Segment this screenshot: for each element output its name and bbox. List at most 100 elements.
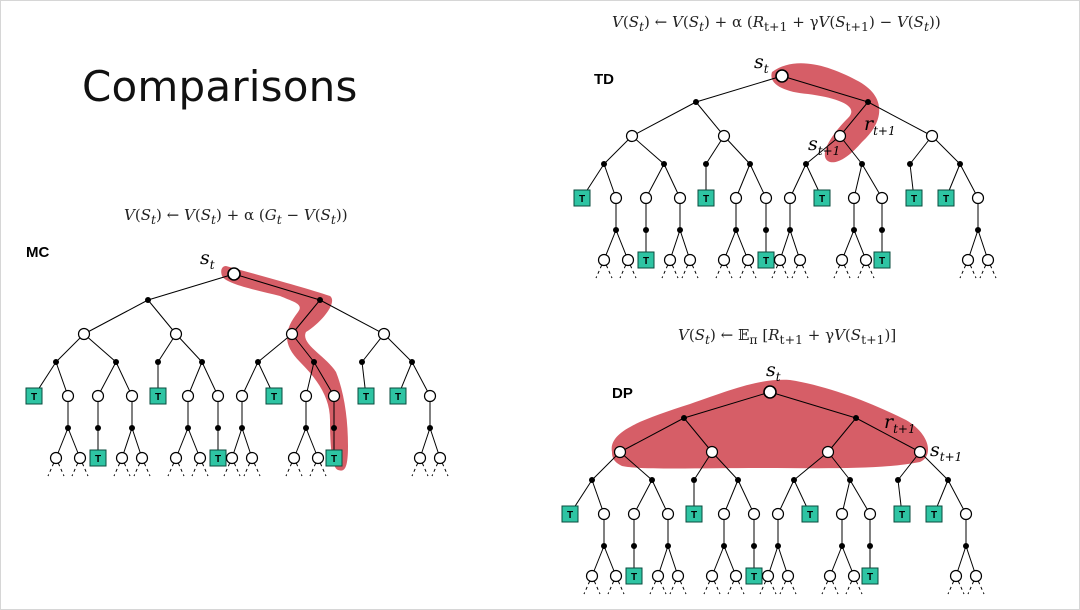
- mc-state: [193, 451, 207, 465]
- mc-state: [61, 389, 75, 403]
- mc-state: [285, 327, 299, 341]
- td-action: [643, 227, 649, 233]
- td-equation: V(St) ← V(St) + α (Rt+1 + γV(St+1) − V(S…: [612, 13, 941, 34]
- td-edge: [749, 163, 767, 199]
- mc-state: [311, 451, 325, 465]
- dp-next-state-label: st+1: [930, 439, 962, 464]
- td-terminal: [573, 189, 591, 207]
- mc-state: [225, 451, 239, 465]
- td-edge: [631, 101, 697, 137]
- node-labels: st st rt+1 st+1 st rt+1 st+1: [200, 51, 962, 464]
- td-action: [733, 227, 739, 233]
- dp-terminal: [685, 505, 703, 523]
- dp-state: [717, 507, 731, 521]
- dp-state: [627, 507, 641, 521]
- terminal-label: T: [567, 510, 573, 521]
- terminal-label: T: [331, 454, 337, 465]
- mc-state: [287, 451, 301, 465]
- td-state: [729, 191, 743, 205]
- mc-action: [145, 297, 151, 303]
- td-highlight: [771, 63, 880, 163]
- dp-edge: [633, 479, 653, 515]
- td-terminal: [937, 189, 955, 207]
- td-action: [957, 161, 963, 167]
- td-state: [717, 129, 731, 143]
- td-state: [961, 253, 975, 267]
- td-label: TD: [594, 71, 614, 88]
- td-action: [747, 161, 753, 167]
- mc-state: [299, 389, 313, 403]
- dp-edge: [737, 479, 755, 515]
- terminal-label: T: [643, 256, 649, 267]
- td-edge: [959, 163, 979, 199]
- mc-edge: [97, 361, 117, 397]
- dp-state: [747, 507, 761, 521]
- mc-terminal: [25, 387, 43, 405]
- dp-edge: [855, 417, 921, 453]
- dp-edge: [591, 451, 621, 481]
- td-action: [677, 227, 683, 233]
- dp-root-state: [763, 385, 777, 399]
- td-terminal: [905, 189, 923, 207]
- td-state: [859, 253, 873, 267]
- td-edge: [805, 135, 841, 165]
- dp-action: [751, 543, 757, 549]
- td-state: [741, 253, 755, 267]
- td-action: [763, 227, 769, 233]
- mc-terminal: [265, 387, 283, 405]
- dp-edge: [849, 479, 871, 515]
- dp-state: [913, 445, 927, 459]
- mc-state: [169, 451, 183, 465]
- mc-state: [115, 451, 129, 465]
- td-terminal: [873, 251, 891, 269]
- td-state: [673, 191, 687, 205]
- mc-action: [65, 425, 71, 431]
- mc-root-state: [227, 267, 241, 281]
- mc-state: [181, 389, 195, 403]
- mc-edge: [55, 333, 85, 363]
- dp-action: [691, 477, 697, 483]
- dp-state: [835, 507, 849, 521]
- dp-terminal: [925, 505, 943, 523]
- td-action: [803, 161, 809, 167]
- td-edge: [735, 163, 751, 199]
- dp-state: [613, 445, 627, 459]
- td-action: [661, 161, 667, 167]
- td-action: [975, 227, 981, 233]
- td-edge: [861, 163, 883, 199]
- mc-edge: [313, 361, 335, 397]
- mc-action: [427, 425, 433, 431]
- dp-edge: [651, 479, 669, 515]
- td-state: [835, 253, 849, 267]
- mc-terminal: [357, 387, 375, 405]
- dp-action: [631, 543, 637, 549]
- dp-state: [863, 507, 877, 521]
- mc-edge: [411, 361, 431, 397]
- mc-edge: [187, 361, 203, 397]
- dp-state: [705, 569, 719, 583]
- terminal-label: T: [879, 256, 885, 267]
- mc-state: [327, 389, 341, 403]
- terminal-label: T: [363, 392, 369, 403]
- mc-terminal: [389, 387, 407, 405]
- dp-state: [671, 569, 685, 583]
- mc-root-label: st: [200, 247, 215, 272]
- terminal-label: T: [579, 194, 585, 205]
- td-action: [693, 99, 699, 105]
- mc-state: [423, 389, 437, 403]
- mc-edge: [291, 299, 321, 335]
- terminal-label: T: [819, 194, 825, 205]
- mc-action: [53, 359, 59, 365]
- dp-state: [821, 445, 835, 459]
- td-terminal: [813, 189, 831, 207]
- td-terminal: [637, 251, 655, 269]
- dp-terminal: [893, 505, 911, 523]
- dp-state: [609, 569, 623, 583]
- mc-action: [359, 359, 365, 365]
- terminal-label: T: [751, 572, 757, 583]
- dp-state: [651, 569, 665, 583]
- mc-action: [331, 425, 337, 431]
- td-state: [625, 129, 639, 143]
